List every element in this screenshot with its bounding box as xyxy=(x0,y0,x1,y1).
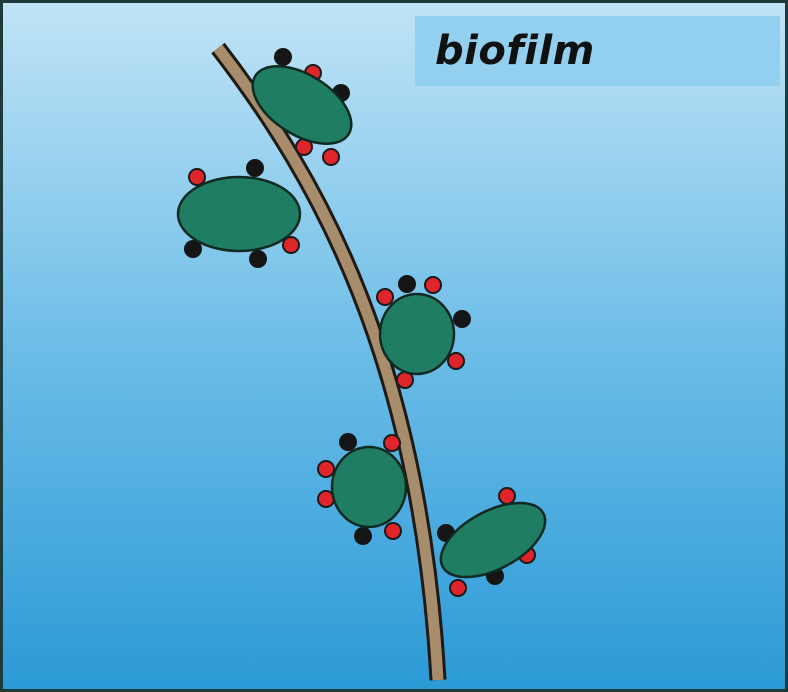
red-marker xyxy=(499,488,515,504)
red-marker xyxy=(425,277,441,293)
black-marker xyxy=(354,527,372,545)
diagram-title: biofilm xyxy=(415,16,780,86)
black-marker xyxy=(249,250,267,268)
red-marker xyxy=(189,169,205,185)
red-marker xyxy=(323,149,339,165)
black-marker xyxy=(274,48,292,66)
red-marker xyxy=(385,523,401,539)
black-marker xyxy=(246,159,264,177)
black-marker xyxy=(339,433,357,451)
bacterial-cell-icon xyxy=(178,177,300,251)
red-marker xyxy=(318,461,334,477)
red-marker xyxy=(377,289,393,305)
black-marker xyxy=(398,275,416,293)
red-marker xyxy=(450,580,466,596)
black-marker xyxy=(453,310,471,328)
bacterial-cell-icon xyxy=(332,447,406,527)
bacterial-cell-icon xyxy=(380,294,454,374)
red-marker xyxy=(384,435,400,451)
red-marker xyxy=(448,353,464,369)
